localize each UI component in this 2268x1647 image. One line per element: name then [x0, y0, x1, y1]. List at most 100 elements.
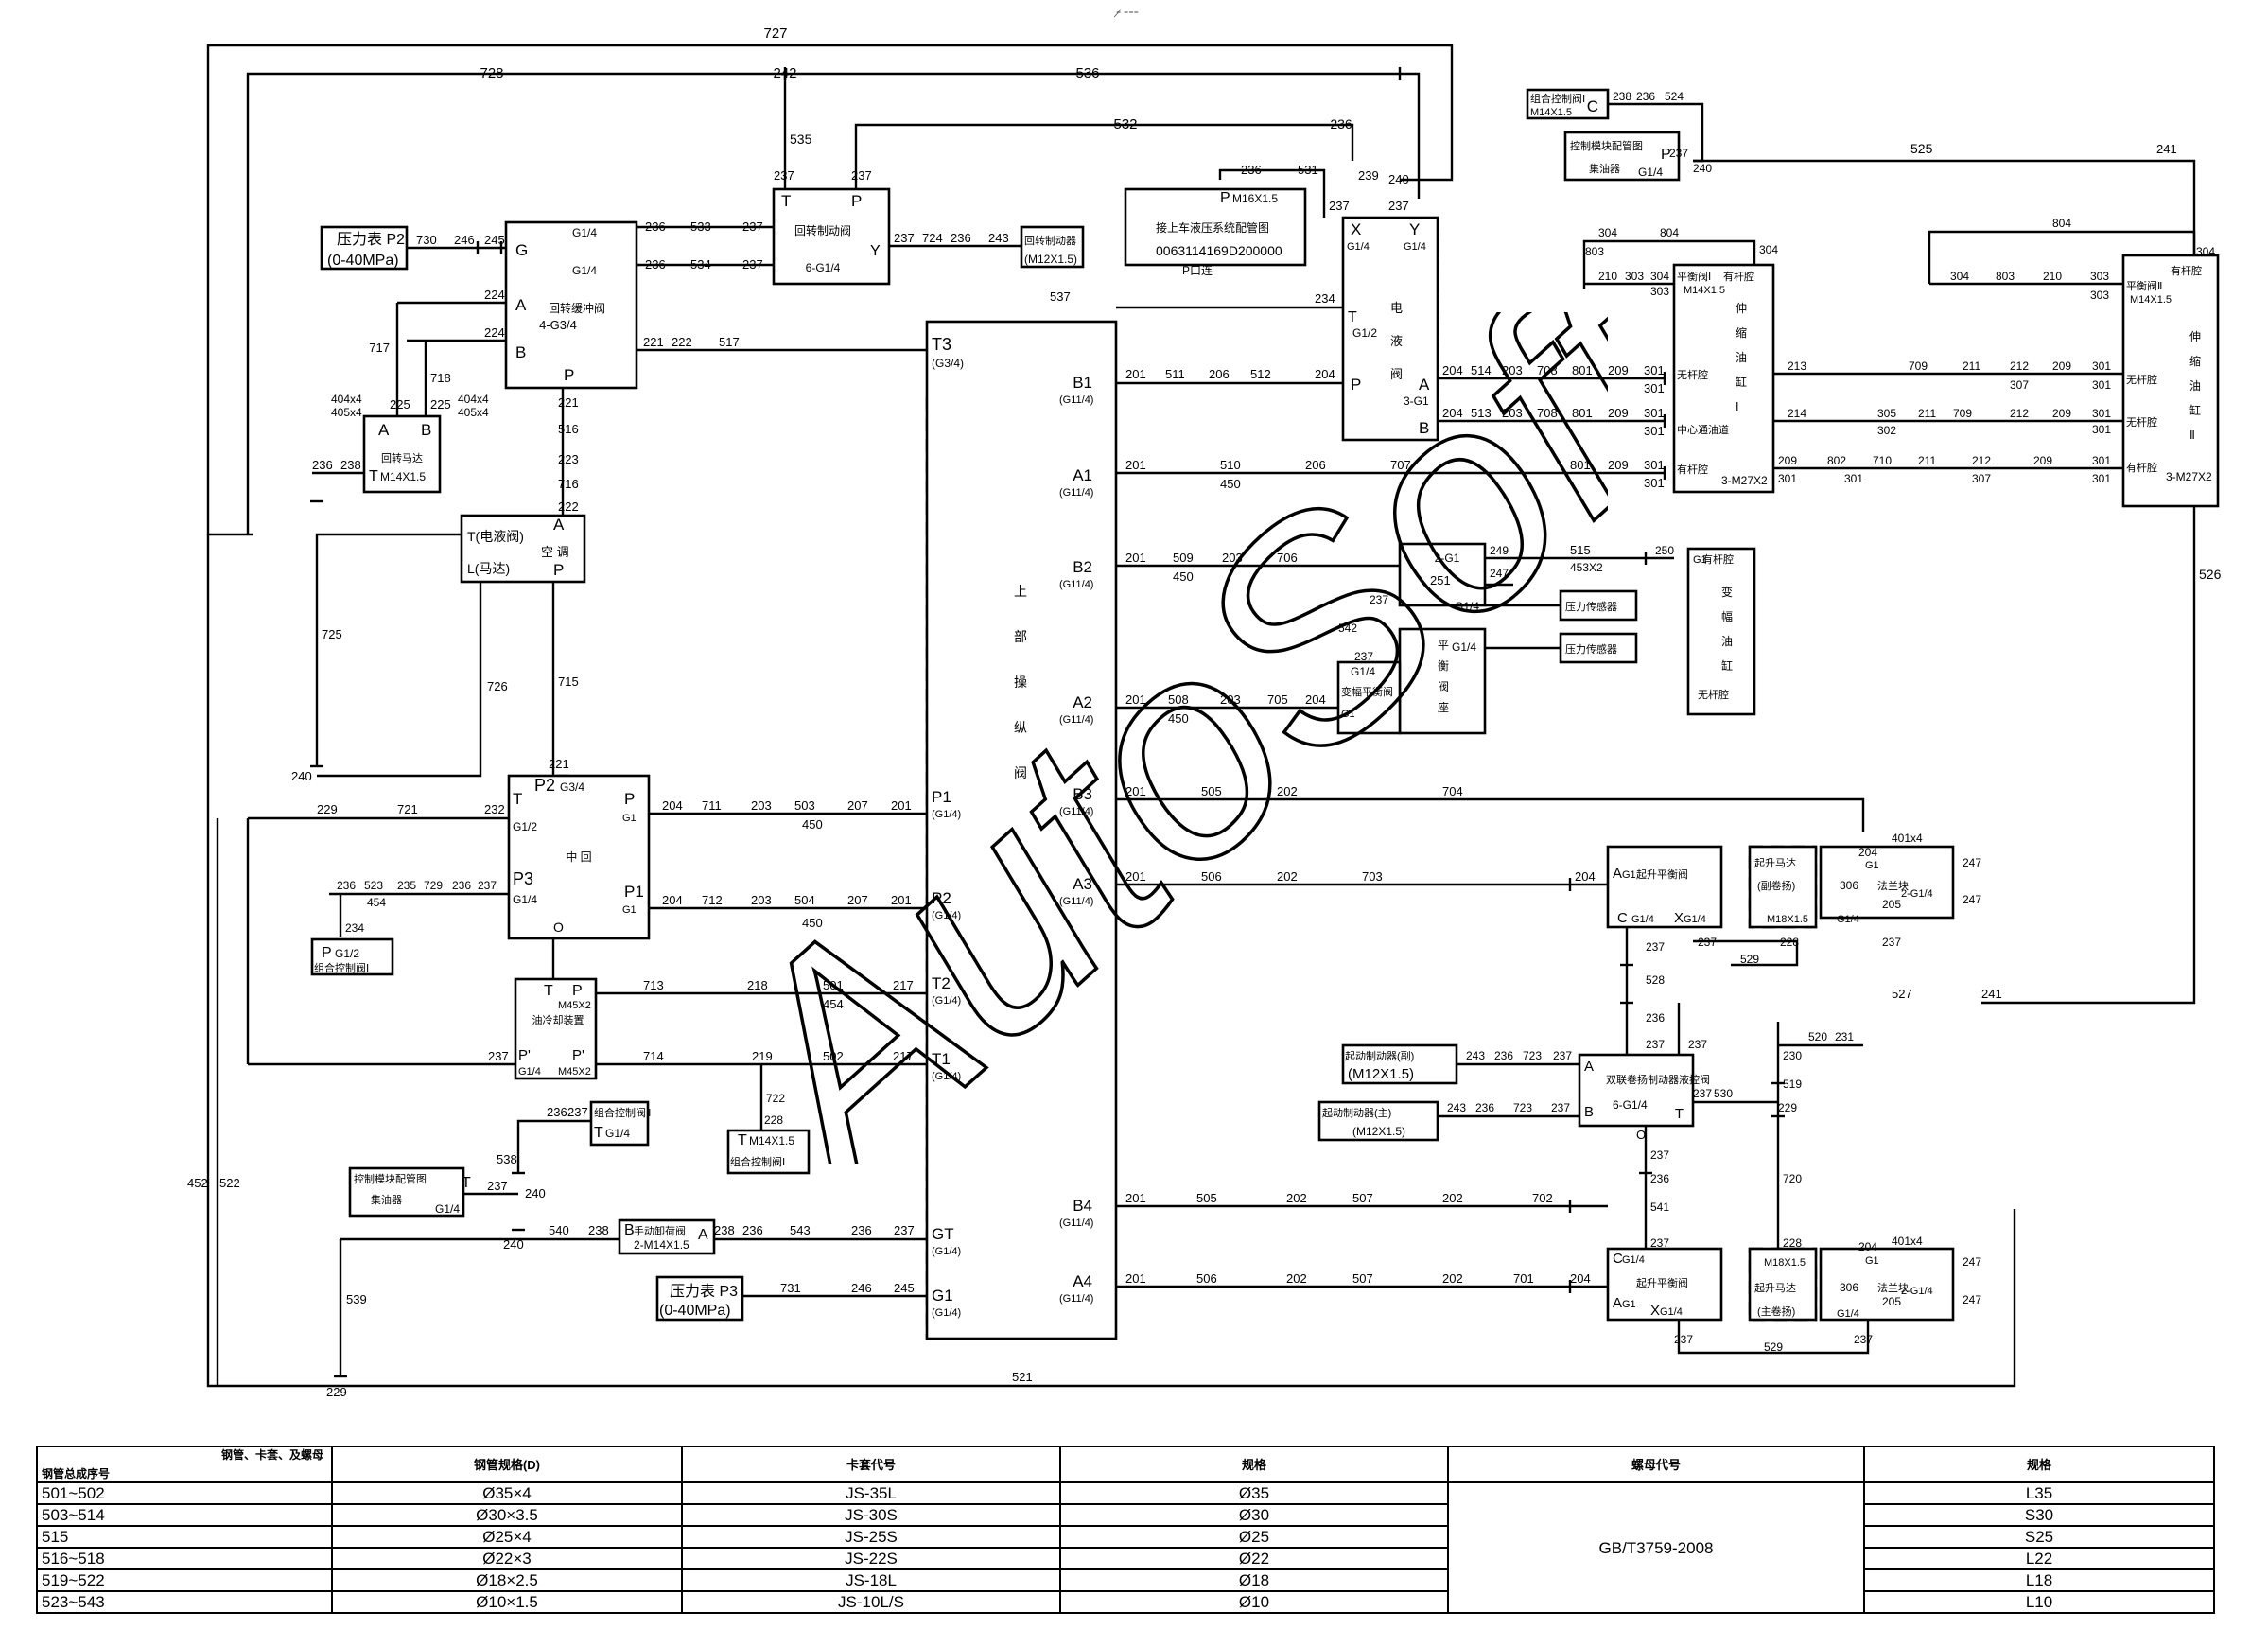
pipe-label-237b: 237 [1329, 199, 1350, 213]
cell-size: Ø18 [1059, 1568, 1449, 1592]
pipe-label: 529 [1764, 1340, 1783, 1354]
combo-valve-2-box [589, 1100, 650, 1147]
port-label: P [851, 192, 862, 210]
port-label: A [515, 296, 527, 314]
cell-ferrule: JS-30S [681, 1503, 1061, 1527]
pipe-label: 205 [1882, 1295, 1901, 1308]
combo-valve-1-label: 组合控制阀Ⅰ [314, 961, 369, 974]
port-label: G1/4 [435, 1202, 460, 1216]
cell-nut: S25 [1863, 1525, 2215, 1549]
pipe-label: 301 [2092, 359, 2111, 373]
port-label: P' [518, 1047, 531, 1063]
pipe-label: 217 [893, 1049, 914, 1063]
pipe-label: 247 [1963, 1293, 1981, 1306]
upper-control-valve-box [925, 320, 1118, 1340]
port-label: G3/4 [560, 780, 584, 794]
rotary-buffer-valve [504, 220, 638, 390]
rotary-brake-valve [772, 187, 891, 286]
pipe-label: 249 [1490, 544, 1509, 557]
port-b4-spec: (G11/4) [1059, 1218, 1093, 1229]
combo-valve-top-spec: M14X1.5 [1530, 107, 1572, 118]
flange-block-main-box [1819, 1247, 1955, 1322]
cell-seq: 501~502 [36, 1481, 333, 1505]
luff-cyl-box [1686, 547, 1756, 716]
pipe-label: 203 [1502, 363, 1523, 377]
combo-valve-1-box [310, 937, 394, 976]
boom-cyl-2-box [2121, 254, 2220, 508]
pipe-label: 450 [802, 916, 823, 930]
pipe-label: 247 [1963, 893, 1981, 906]
pipe-label: 516 [558, 422, 579, 436]
middle-channel-label: 中心通油道 [1677, 423, 1729, 436]
port-label: Y [870, 243, 881, 259]
port-label: P' [572, 1047, 584, 1063]
manual-unload-spec: 2-M14X1.5 [634, 1238, 689, 1252]
pipe-label: 201 [1125, 1191, 1146, 1205]
balance-1-spec: M14X1.5 [1684, 285, 1725, 296]
table-header-row: 钢管、卡套、及螺母 钢管总成序号 钢管规格(D) 卡套代号 规格 螺母代号 规格 [36, 1446, 2215, 1483]
pipe-label: 724 [922, 231, 943, 245]
pipe-label: 203 [1222, 551, 1243, 565]
pipe-label: 236 [851, 1223, 872, 1237]
pipe-label: 222 [672, 335, 692, 349]
pipe-label: 452 [187, 1176, 208, 1190]
pipe-label: 454 [367, 896, 386, 909]
combo-valve-3-label: 组合控制阀Ⅰ [730, 1155, 785, 1168]
pipe-label: 236 [312, 458, 333, 472]
header-pipe: 钢管规格(D) [331, 1446, 683, 1483]
pipe-label: 204 [1858, 846, 1877, 859]
pipe-728 [246, 72, 1421, 534]
port-label: G1/4 [1837, 1308, 1859, 1320]
port-gt: GT [932, 1225, 954, 1243]
p3-gauge-label: 压力表 P3 [670, 1283, 738, 1300]
pipe-label-245: 245 [484, 233, 505, 247]
port-label: G1/4 [1684, 914, 1706, 925]
pipe-label: 450 [1173, 569, 1194, 584]
port-label: C [1587, 97, 1598, 115]
port-label: T [1675, 1106, 1684, 1122]
pipe-label: 237 [1693, 1087, 1712, 1100]
port-g1-spec: (G1/4) [932, 1307, 961, 1319]
pipe-label: 301 [1644, 424, 1665, 438]
port-label: G1/4 [1837, 914, 1859, 925]
pipe-label: 237 [1698, 936, 1717, 949]
hoist-motor-aux-box [1748, 845, 1818, 929]
boom-cyl-1-char: 油 [1736, 351, 1747, 364]
pipe-label: 229 [326, 1385, 347, 1399]
pipe-label: 301 [2092, 407, 2111, 420]
pipe-label: 211 [1918, 454, 1936, 467]
pipe-label-237c: 237 [774, 168, 794, 183]
balance-1-label: 平衡阀Ⅰ [1677, 270, 1711, 283]
pipe-label: 515 [1570, 543, 1591, 557]
pipe-label: 530 [1714, 1087, 1733, 1100]
pipe-529b [1677, 1320, 1870, 1355]
pipe-label: 304 [1759, 243, 1778, 256]
pipe-label: 803 [1996, 270, 2015, 283]
balance-2-label: 平衡阀Ⅱ [2126, 279, 2162, 292]
pipe-label: 720 [1783, 1172, 1802, 1185]
luff-balance-box [1336, 660, 1402, 735]
pipe-label: 201 [891, 798, 912, 813]
header-ferrule: 卡套代号 [681, 1446, 1061, 1483]
pipe-label: 204 [662, 798, 683, 813]
port-t1-spec: (G1/4) [932, 1071, 961, 1082]
port-label: G1 [622, 904, 637, 916]
pipe-label: 405x4 [458, 406, 489, 419]
port-label: (G3/4) [932, 357, 964, 370]
port-label: T [462, 1175, 471, 1191]
pipe-label: 526 [2199, 567, 2222, 582]
port-label: T3 [932, 335, 951, 354]
luff-no-rod-label: 无杆腔 [1698, 688, 1729, 701]
pipe-label: 205 [1882, 898, 1901, 911]
port-label: B [515, 343, 526, 361]
pipe-label: 201 [1125, 551, 1146, 565]
pipe-label-242: 242 [773, 65, 796, 81]
boom-cyl-2-char: 缩 [2189, 354, 2201, 368]
pipe-label: 209 [1608, 363, 1629, 377]
cell-nut: L22 [1863, 1547, 2215, 1570]
pipe-label: 710 [1873, 454, 1892, 467]
parts-table: 钢管、卡套、及螺母 钢管总成序号 钢管规格(D) 卡套代号 规格 螺母代号 规格… [36, 1446, 2215, 1614]
